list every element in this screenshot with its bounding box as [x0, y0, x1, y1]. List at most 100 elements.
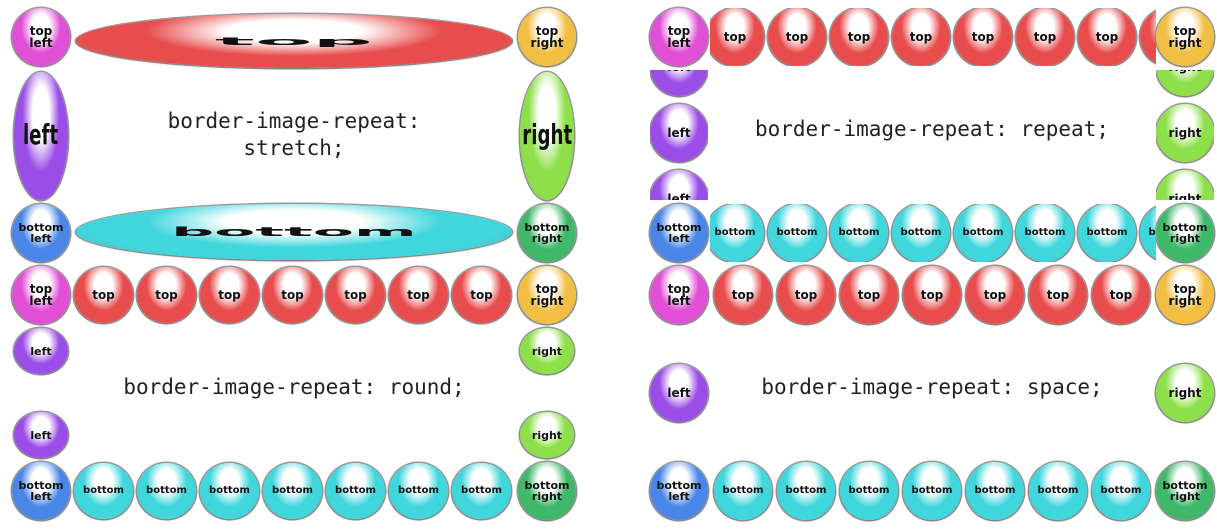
edge-left-tile: left	[650, 104, 708, 162]
corner-top-right: top right	[1156, 8, 1214, 66]
edge-top-tile-label: top	[909, 30, 933, 44]
edge-top-tile: top	[1029, 266, 1087, 324]
edge-left-tile: left	[650, 364, 708, 422]
edge-top-tile: top	[830, 8, 888, 66]
corner-bottom-left-label: bottom left	[18, 221, 64, 245]
corner-top-left: top left	[12, 8, 70, 66]
edge-bottom-tile: bottom	[263, 463, 322, 519]
edge-bottom-tile-label: bottom	[776, 227, 818, 238]
edge-top-tile: top	[1092, 266, 1150, 324]
panel-label: border-image-repeat: space;	[761, 375, 1103, 400]
corner-top-left: top left	[650, 8, 708, 66]
edge-right: right	[520, 72, 574, 200]
edge-top-tile-label: top	[1109, 288, 1133, 302]
corner-top-left: top left	[650, 266, 708, 324]
edge-bottom-tile-label: bottom	[146, 485, 187, 496]
edge-left-tile-label: left	[667, 192, 691, 200]
corner-top-right: top right	[518, 266, 576, 324]
edge-left-tile-label: left	[30, 428, 52, 442]
edge-bottom-tile: bottom	[966, 462, 1024, 520]
edge-right-tile: right	[1156, 170, 1214, 200]
corner-top-right-label: top right	[530, 282, 564, 308]
panel-label: border-image-repeat: repeat;	[754, 117, 1109, 142]
edge-clip: rightrightright	[1156, 70, 1214, 200]
edge-bottom-tile: bottom	[710, 204, 764, 262]
edge-bottom-tile: bottom	[326, 463, 385, 519]
edge-top-tile-label: top	[344, 288, 367, 302]
edge-clip: bottom bottom bottom bottom bottom bottom bott…	[710, 204, 1156, 262]
edge-bottom-label: bottom	[171, 224, 417, 240]
edge-top-label: top	[214, 34, 374, 48]
edge-top-tile-label: top	[92, 288, 115, 302]
edge-right-tile-label: right	[1168, 386, 1202, 400]
edge-bottom-tile: bottom	[200, 463, 259, 519]
edge-top-tile: top	[954, 8, 1012, 66]
edge-top-tile-label: top	[281, 288, 304, 302]
edge-bottom-tile-label: bottom	[1024, 227, 1066, 238]
edge-top-tile: top	[74, 267, 133, 323]
edge-top-tile-label: top	[1046, 288, 1070, 302]
corner-bottom-left: bottom left	[650, 204, 708, 262]
edge-bottom-tile-label: bottom	[911, 485, 953, 496]
edge-left-tile: left	[650, 70, 708, 96]
corner-bottom-right: bottom right	[1156, 462, 1214, 520]
edge-bottom-tile-label: bottom	[900, 227, 942, 238]
edge-bottom-tile: bottom	[840, 462, 898, 520]
edge-left-tile-label: left	[667, 386, 691, 400]
edge-top-tile: top	[1140, 8, 1156, 66]
edge-top-tile-label: top	[983, 288, 1007, 302]
edge-top-tile: top	[710, 8, 764, 66]
edge-top-tile-label: top	[407, 288, 430, 302]
edge-right-tile: right	[1156, 70, 1214, 96]
edge-right-tile: right	[520, 412, 574, 458]
edge-bottom-tile-label: bottom	[335, 485, 376, 496]
edge-top-tile-label: top	[1033, 30, 1057, 44]
edge-top-tile-label: top	[971, 30, 995, 44]
edge-left-label: left	[23, 120, 59, 152]
panel-space: border-image-repeat: space; top left top …	[648, 264, 1216, 524]
edge-bottom-tile: bottom	[1029, 462, 1087, 520]
corner-bottom-right-label: bottom right	[524, 221, 570, 245]
panel-round: border-image-repeat: round; top left top …	[10, 264, 578, 524]
edge-bottom-tile-label: bottom	[83, 485, 124, 496]
edge-right-tile-label: right	[1168, 192, 1202, 200]
edge-bottom: bottom	[76, 204, 512, 260]
edge-bottom-tile-label: bottom	[461, 485, 502, 496]
edge-bottom-tile: bottom	[892, 204, 950, 262]
edge-top-tile: top	[714, 266, 772, 324]
edge-top-tile: top	[1016, 8, 1074, 66]
edge-right-label: right	[522, 120, 572, 152]
edge-right-tile-label: right	[531, 428, 563, 442]
edge-bottom-tile-label: bottom	[785, 485, 827, 496]
edge-top-tile: top	[903, 266, 961, 324]
corner-top-right-label: top right	[1168, 24, 1202, 50]
corner-top-right-label: top right	[530, 24, 564, 50]
edge-right-tile-label: right	[1169, 70, 1202, 73]
edge-left-tile: left	[14, 412, 68, 458]
corner-bottom-left-label: bottom left	[656, 479, 702, 503]
edge-bottom-tile-label: bottom	[1148, 227, 1156, 238]
edge-top-tile-label: top	[218, 288, 241, 302]
edge-bottom-tile: bottom	[768, 204, 826, 262]
edge-top-tile: top	[777, 266, 835, 324]
edge-bottom-tile-label: bottom	[848, 485, 890, 496]
corner-top-right: top right	[518, 8, 576, 66]
edge-right-tile: right	[520, 328, 574, 374]
corner-bottom-left-label: bottom left	[18, 479, 64, 503]
corner-bottom-left: bottom left	[12, 462, 70, 520]
edge-top-tile-label: top	[731, 288, 755, 302]
panel-label: border-image-repeat: round;	[123, 375, 465, 400]
edge-bottom-tile-label: bottom	[962, 227, 1004, 238]
edge-bottom-tile-label: bottom	[1037, 485, 1079, 496]
edge-top-tile-label: top	[794, 288, 818, 302]
edge-top-tile: top	[892, 8, 950, 66]
edge-top-tile: top	[966, 266, 1024, 324]
edge-top-tile: top	[768, 8, 826, 66]
edge-left: left	[14, 72, 68, 200]
corner-top-right-label: top right	[1168, 282, 1202, 308]
edge-bottom-tile: bottom	[1078, 204, 1136, 262]
corner-bottom-right-label: bottom right	[1162, 479, 1208, 503]
edge-top-tile: top	[840, 266, 898, 324]
